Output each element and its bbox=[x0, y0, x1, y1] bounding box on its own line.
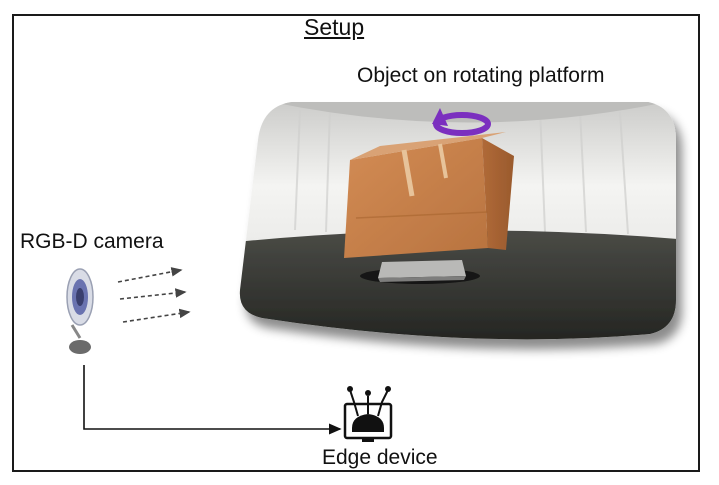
diagram-title: Setup bbox=[304, 14, 364, 41]
camera-rays bbox=[118, 270, 189, 322]
object-label: Object on rotating platform bbox=[357, 64, 604, 88]
edge-device-icon bbox=[345, 386, 391, 442]
webcam-icon bbox=[67, 269, 93, 354]
edge-device-label: Edge device bbox=[322, 446, 438, 470]
camera-to-edge-connection bbox=[84, 365, 340, 429]
camera-label: RGB-D camera bbox=[20, 230, 164, 254]
